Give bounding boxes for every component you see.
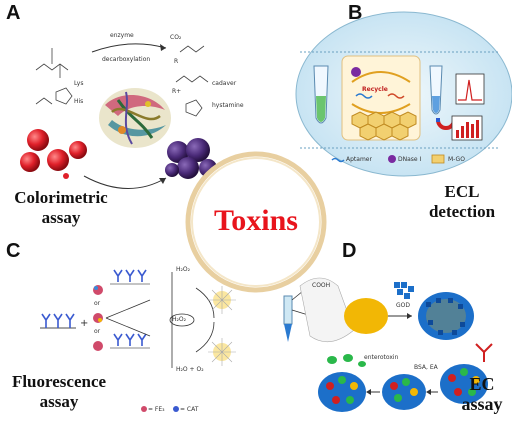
- aggregation-arrowhead: [159, 178, 166, 184]
- reagent-particles: [93, 285, 103, 351]
- cat-legend-icon: [173, 406, 179, 412]
- panel-c-caption-line2: assay: [39, 392, 79, 411]
- panel-a-caption: Colorimetric assay: [2, 188, 120, 228]
- mgo-legend-icon: [431, 154, 445, 164]
- graphene-oxide-sheet: [351, 111, 417, 141]
- label-cooh: COOH: [312, 282, 331, 289]
- god-coated-disk: [418, 292, 474, 340]
- label-fe: = FE₃: [148, 406, 165, 413]
- panel-d-caption-line1: EC: [469, 374, 495, 394]
- label-lys: Lys: [74, 80, 84, 87]
- panel-b-caption: ECL detection: [414, 182, 510, 222]
- enterotoxin-particles: [327, 354, 366, 367]
- label-mgo: M-GO: [448, 156, 465, 163]
- label-recycle: Recycle: [362, 86, 388, 93]
- recycle-arrow-bottom: [351, 103, 411, 114]
- label-h2o2-mid: H₂O₂: [172, 316, 187, 323]
- panel-c-caption: Fluorescence assay: [4, 372, 114, 412]
- panel-a-caption-line2: assay: [41, 208, 81, 227]
- label-cadaverine: cadaver: [212, 80, 237, 87]
- antibody-red-icon: [475, 343, 493, 362]
- panel-d-caption-line2: assay: [461, 394, 503, 414]
- panel-b-caption-line2: detection: [428, 202, 496, 221]
- ecl-signal-plot: [455, 73, 485, 105]
- assay-disk-left: [318, 372, 366, 412]
- fluorescent-nanocluster-bottom: [208, 338, 236, 366]
- label-aptamer: Aptamer: [346, 156, 372, 163]
- enzyme-arrowhead: [160, 44, 166, 51]
- panel-d-letter: D: [342, 240, 357, 262]
- label-cat: = CAT: [180, 406, 199, 413]
- center-title: Toxins: [214, 204, 298, 237]
- label-god: GOD: [396, 302, 410, 309]
- histidine-structure: [35, 87, 73, 105]
- label-enterotoxin: enterotoxin: [364, 354, 399, 361]
- center-ring-inner: [191, 157, 321, 287]
- enzyme-arrow: [91, 43, 167, 53]
- ecl-bar-plot: [451, 115, 483, 141]
- label-or-2: or: [94, 328, 101, 335]
- panel-c: +: [40, 269, 236, 412]
- panel-b: [295, 11, 512, 177]
- recycle-arrow-top: [351, 71, 411, 83]
- panel-b-caption-line1: ECL: [444, 182, 480, 201]
- gold-electrode-disk: [344, 298, 388, 334]
- aptamer-legend-icon: [331, 157, 345, 163]
- assay-disk-middle: [382, 374, 426, 410]
- lysine-structure: [35, 48, 69, 78]
- panel-a-caption-line1: Colorimetric: [14, 188, 108, 207]
- label-dnase: DNase I: [398, 156, 422, 163]
- enzyme-protein-icon: [99, 88, 171, 148]
- aggregation-arrow: [83, 175, 167, 189]
- label-decarboxylation: decarboxylation: [102, 56, 151, 63]
- panel-c-letter: C: [6, 240, 21, 262]
- branch-arrow-down: [105, 317, 151, 337]
- label-h2o2-top: H₂O₂: [176, 266, 191, 273]
- antibody-surface: [40, 313, 76, 329]
- label-rplus: R+: [172, 88, 182, 95]
- panel-b-letter: B: [348, 2, 363, 24]
- god-cluster: [394, 282, 414, 299]
- detection-tube-icon: [429, 65, 443, 115]
- label-bsa: BSA, EA: [414, 364, 438, 371]
- antibody-branches: [113, 269, 147, 346]
- sample-tube-icon: [313, 65, 329, 124]
- branch-arrow-up: [105, 299, 151, 319]
- center-ring: [185, 151, 327, 293]
- label-r: R: [174, 58, 179, 65]
- label-histamine: hystamine: [212, 102, 244, 109]
- panel-d: [283, 277, 493, 412]
- label-his: His: [74, 98, 84, 105]
- label-or-1: or: [94, 300, 101, 307]
- dnase-enzyme-icon: [351, 67, 361, 77]
- panel-a-letter: A: [6, 2, 21, 24]
- label-h2o-o2: H₂O + O₂: [176, 366, 204, 373]
- fluorescent-nanocluster-top: [208, 286, 236, 314]
- cadaverine-structure: [175, 45, 209, 117]
- svg-text:+: +: [80, 318, 88, 329]
- red-gold-nanoparticles: [20, 129, 87, 179]
- panel-a: [20, 43, 217, 189]
- label-enzyme: enzyme: [110, 32, 134, 39]
- panel-c-caption-line1: Fluorescence: [11, 372, 107, 391]
- fe-legend-icon: [141, 406, 147, 412]
- assay-disk-right: [440, 364, 488, 404]
- h2o2-bubble: [169, 313, 195, 327]
- dnase-legend-icon: [388, 155, 396, 163]
- panel-d-caption: EC assay: [454, 374, 510, 414]
- label-co2: CO₂: [170, 34, 182, 41]
